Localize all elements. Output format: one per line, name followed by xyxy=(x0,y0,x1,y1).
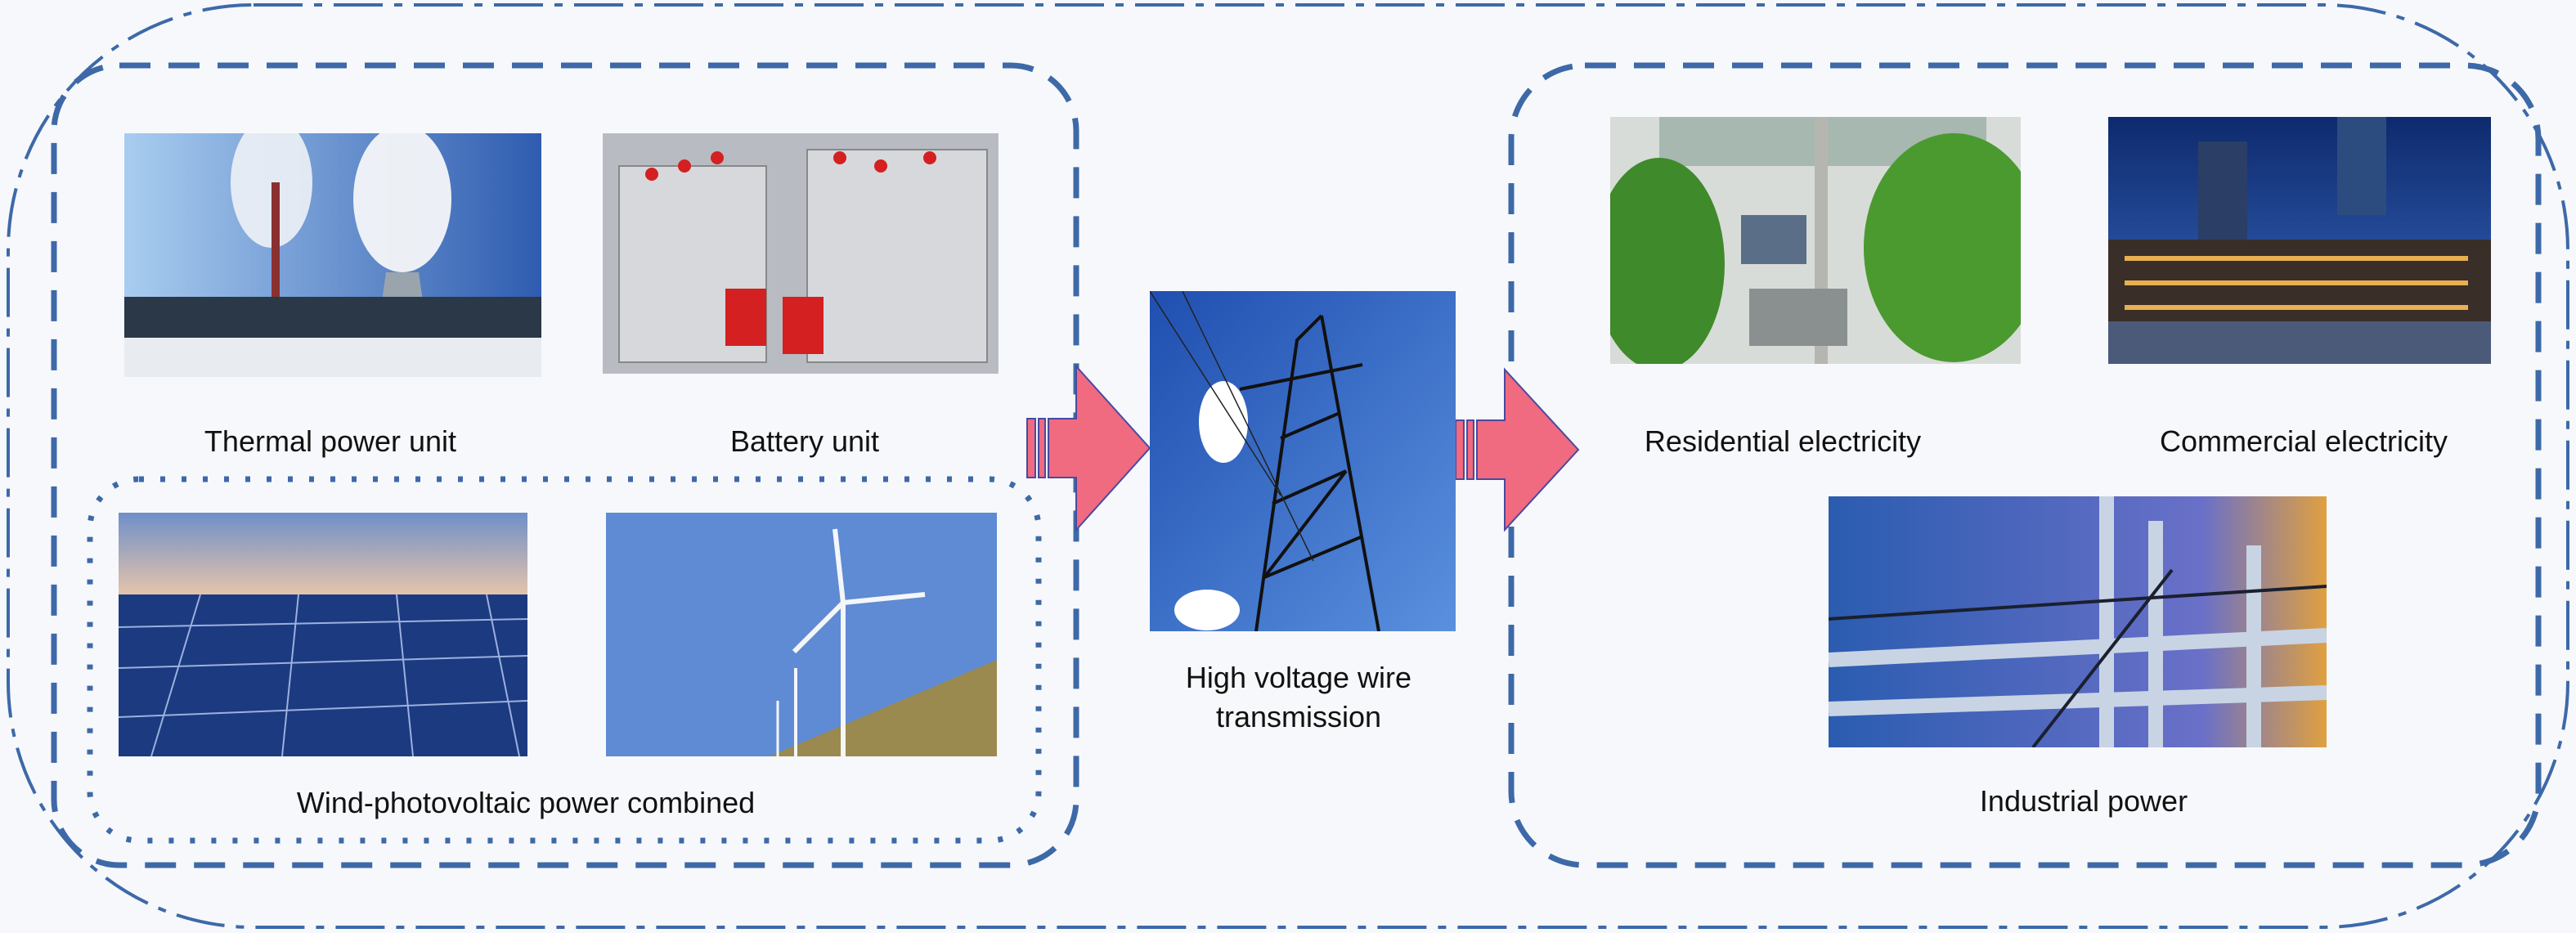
arrow-to-transmission xyxy=(1026,364,1151,532)
outer-dashed-boundary xyxy=(7,3,2569,929)
industrial-power-image xyxy=(1829,496,2327,747)
arrow-to-consumers xyxy=(1455,367,1580,532)
battery-unit-image xyxy=(603,133,999,374)
wind-photovoltaic-label: Wind-photovoltaic power combined xyxy=(296,786,756,819)
solar-panels-image xyxy=(119,513,527,756)
commercial-electricity-image xyxy=(2108,117,2491,364)
transmission-label-line2: transmission xyxy=(1215,700,1382,733)
transmission-label-line1: High voltage wire xyxy=(1185,661,1412,694)
battery-unit-label: Battery unit xyxy=(729,424,880,458)
wind-turbines-image xyxy=(606,513,997,756)
thermal-power-label: Thermal power unit xyxy=(204,424,457,458)
residential-electricity-image xyxy=(1610,117,2021,364)
residential-electricity-label: Residential electricity xyxy=(1644,424,1922,458)
industrial-power-label: Industrial power xyxy=(1979,784,2188,818)
transmission-tower-image xyxy=(1150,291,1456,631)
renewables-dotted-box xyxy=(87,476,1042,844)
commercial-electricity-label: Commercial electricity xyxy=(2159,424,2448,458)
thermal-power-plant-image xyxy=(124,133,541,377)
